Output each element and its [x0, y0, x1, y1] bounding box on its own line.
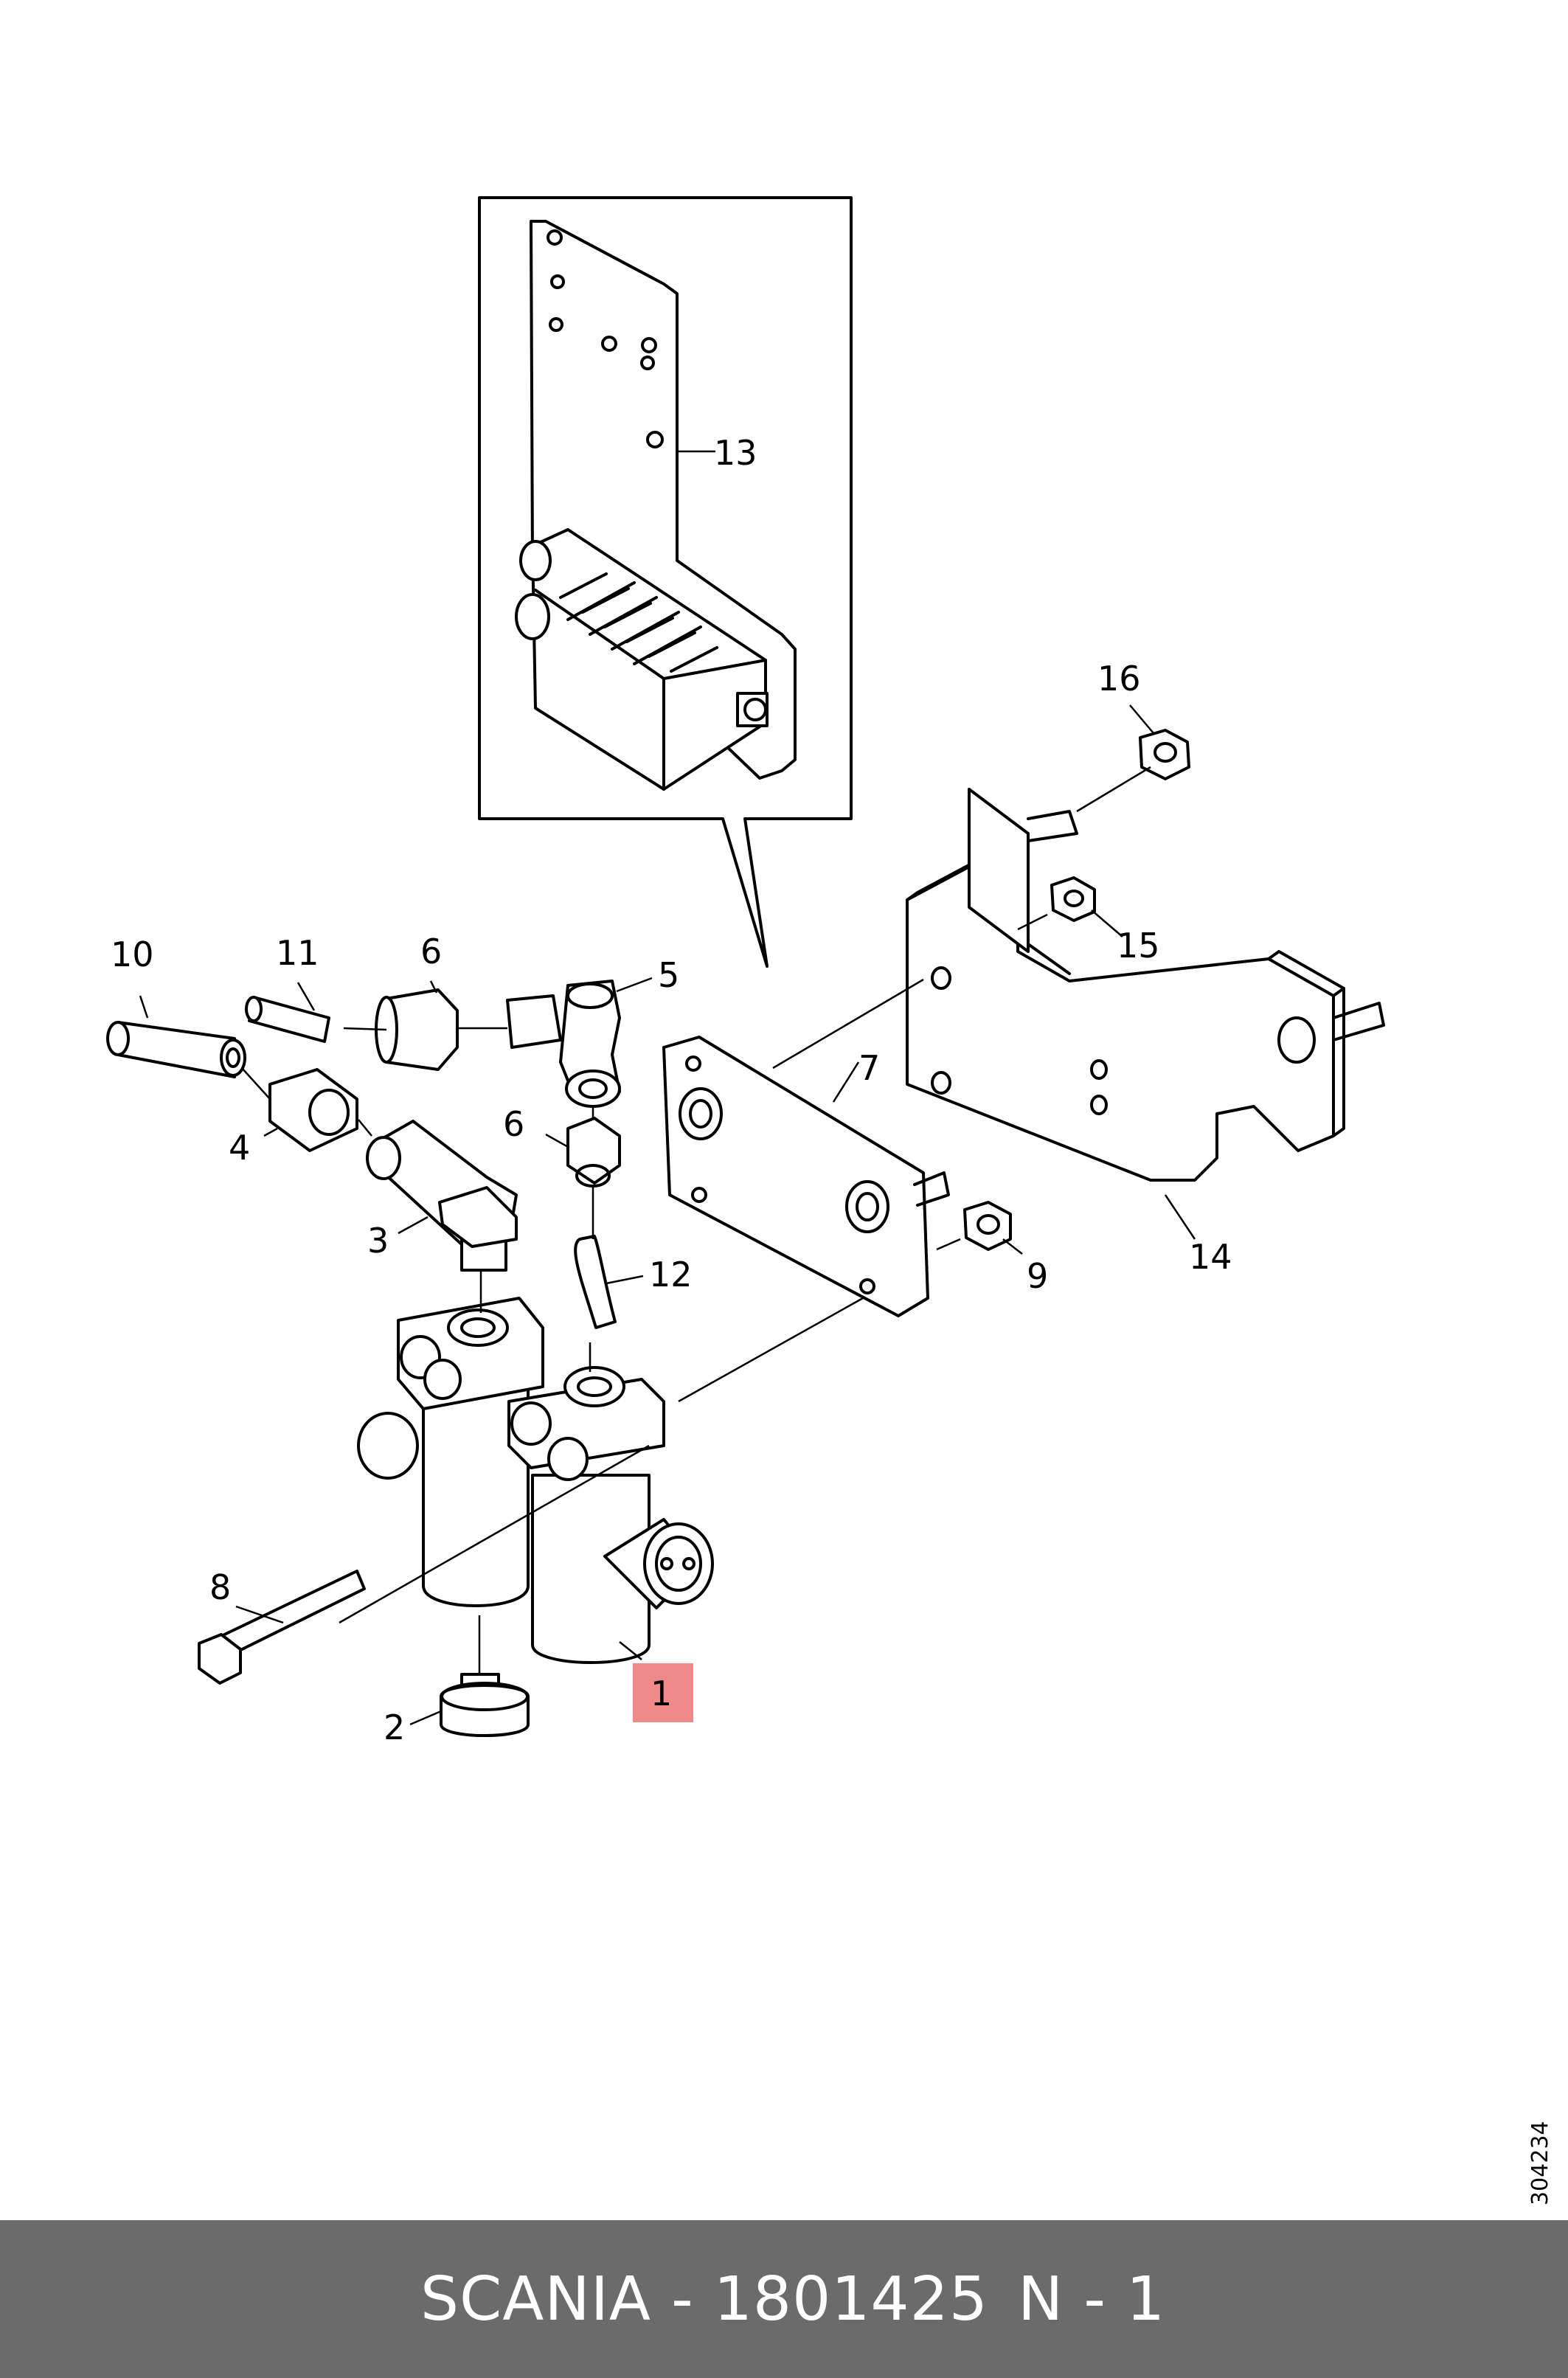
hose-11 [245, 996, 330, 1043]
callout-6-lower: 6 [503, 1104, 524, 1144]
bolt-8 [198, 1570, 366, 1685]
nut-9 [963, 1201, 1012, 1251]
nut-15 [1050, 876, 1096, 922]
elbow-fitting-3 [366, 1120, 518, 1272]
drawing-number: 304234 [1527, 2121, 1553, 2205]
plug-2 [440, 1673, 530, 1737]
callout-1-highlight [633, 1663, 693, 1722]
callout-12: 12 [649, 1255, 693, 1294]
brand-part-number: SCANIA - 1801425 [420, 2264, 988, 2334]
callout-16: 16 [1097, 659, 1141, 699]
callout-15: 15 [1117, 926, 1160, 966]
callout-3: 3 [367, 1221, 389, 1261]
callout-9: 9 [1027, 1256, 1048, 1296]
callout-6-upper: 6 [420, 932, 442, 971]
callout-labels: 1 2 3 4 5 6 6 7 8 9 10 11 12 13 14 15 16 [111, 433, 1232, 1747]
nut-16 [1139, 729, 1190, 780]
callout-1: 1 [651, 1674, 672, 1713]
union-nut-4 [268, 1068, 358, 1152]
callout-11: 11 [276, 933, 319, 973]
parts-diagram: 1 2 3 4 5 6 6 7 8 9 10 11 12 13 14 15 16… [106, 196, 1553, 2205]
valve-body-1 [357, 1297, 714, 1664]
plate-7 [662, 1036, 950, 1317]
callout-4: 4 [229, 1128, 250, 1168]
callout-leaders [139, 450, 1196, 1726]
callout-13: 13 [714, 433, 757, 473]
coupling-6-upper [375, 988, 459, 1071]
coupling-6-lower [566, 1117, 621, 1188]
callout-5: 5 [658, 955, 679, 995]
bracket-14 [906, 788, 1385, 1182]
hose-12 [574, 1235, 617, 1329]
inset-detail [478, 196, 853, 968]
callout-10: 10 [111, 935, 154, 974]
callout-7: 7 [858, 1048, 880, 1088]
callout-2: 2 [384, 1708, 405, 1747]
footer-bar: SCANIA - 1801425 N - 1 [0, 2220, 1568, 2378]
quantity-label: N - 1 [1018, 2264, 1166, 2334]
hose-10 [106, 1021, 246, 1078]
connector-5 [506, 980, 621, 1108]
assembly-lines [241, 766, 1151, 1674]
callout-14: 14 [1189, 1237, 1232, 1277]
callout-8: 8 [209, 1567, 231, 1607]
